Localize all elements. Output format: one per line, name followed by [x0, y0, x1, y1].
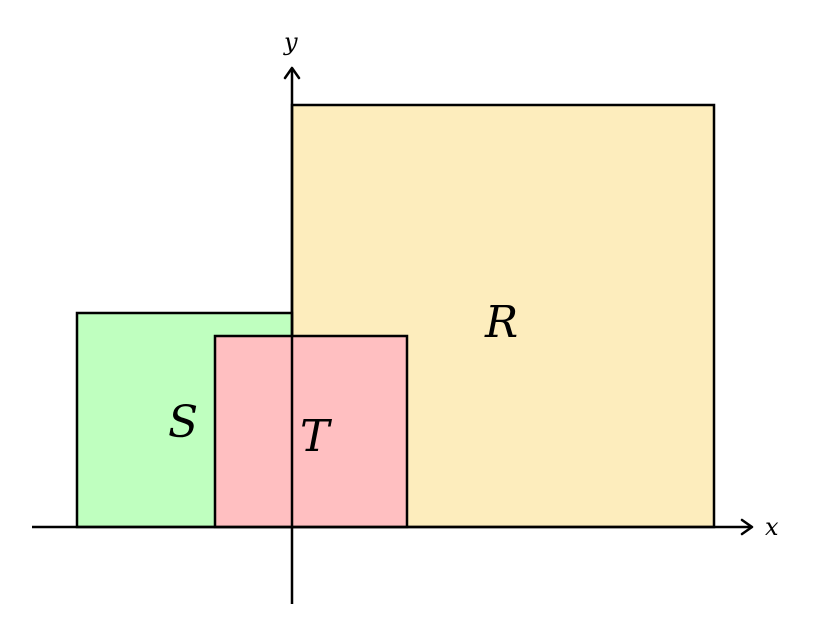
region-t [213, 334, 409, 529]
y-axis-label: y [283, 28, 298, 56]
region-s-label: S [168, 397, 198, 448]
region-t-label: T [300, 411, 333, 462]
y-axis-arrow-icon [283, 66, 301, 80]
region-r-label: R [484, 297, 518, 348]
x-axis-label: x [765, 513, 779, 541]
x-axis-arrow-icon [740, 518, 754, 536]
